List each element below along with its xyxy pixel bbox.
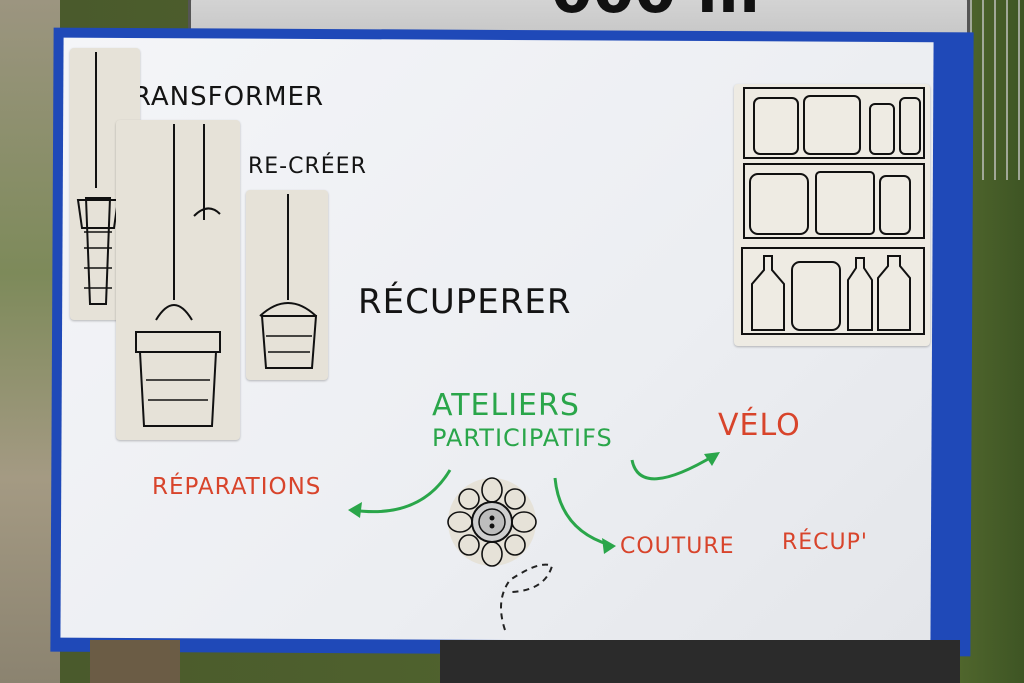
button-flower-svg (447, 477, 537, 567)
arrowhead-velo (704, 452, 720, 466)
word-recup: RÉCUP' (782, 530, 868, 555)
word-couture: COUTURE (620, 534, 735, 559)
dark-stand-base (440, 640, 960, 683)
arrow-to-velo (630, 453, 716, 481)
button-flower-icon (444, 476, 540, 568)
arrowhead-reparations (348, 502, 362, 518)
word-recreer: RE-CRÉER (248, 154, 367, 179)
bottle-cutout-2 (116, 120, 240, 440)
arrow-to-reparations (351, 469, 452, 514)
word-participatifs: PARTICIPATIFS (432, 424, 613, 452)
arrowhead-couture (602, 538, 616, 554)
word-velo: VÉLO (718, 408, 801, 443)
jars-shelf-svg (741, 87, 925, 335)
word-transformer: TRANSFORMER (116, 82, 325, 112)
word-recuperer: RÉCUPERER (358, 282, 572, 322)
word-ateliers: ATELIERS (432, 388, 580, 423)
road-sign-text: 000 m (551, 0, 760, 27)
bottle-3-drawing (259, 194, 318, 369)
gravel-ground (0, 0, 60, 683)
jars-shelf-drawing (734, 84, 930, 346)
bottle-2-drawing (135, 124, 221, 427)
bottle-1-drawing (76, 52, 120, 305)
word-reparations: RÉPARATIONS (152, 474, 322, 500)
dashed-stem (500, 563, 554, 631)
bottle-cutout-3 (246, 190, 328, 380)
arrow-to-couture (553, 477, 611, 547)
wooden-post (90, 640, 180, 683)
